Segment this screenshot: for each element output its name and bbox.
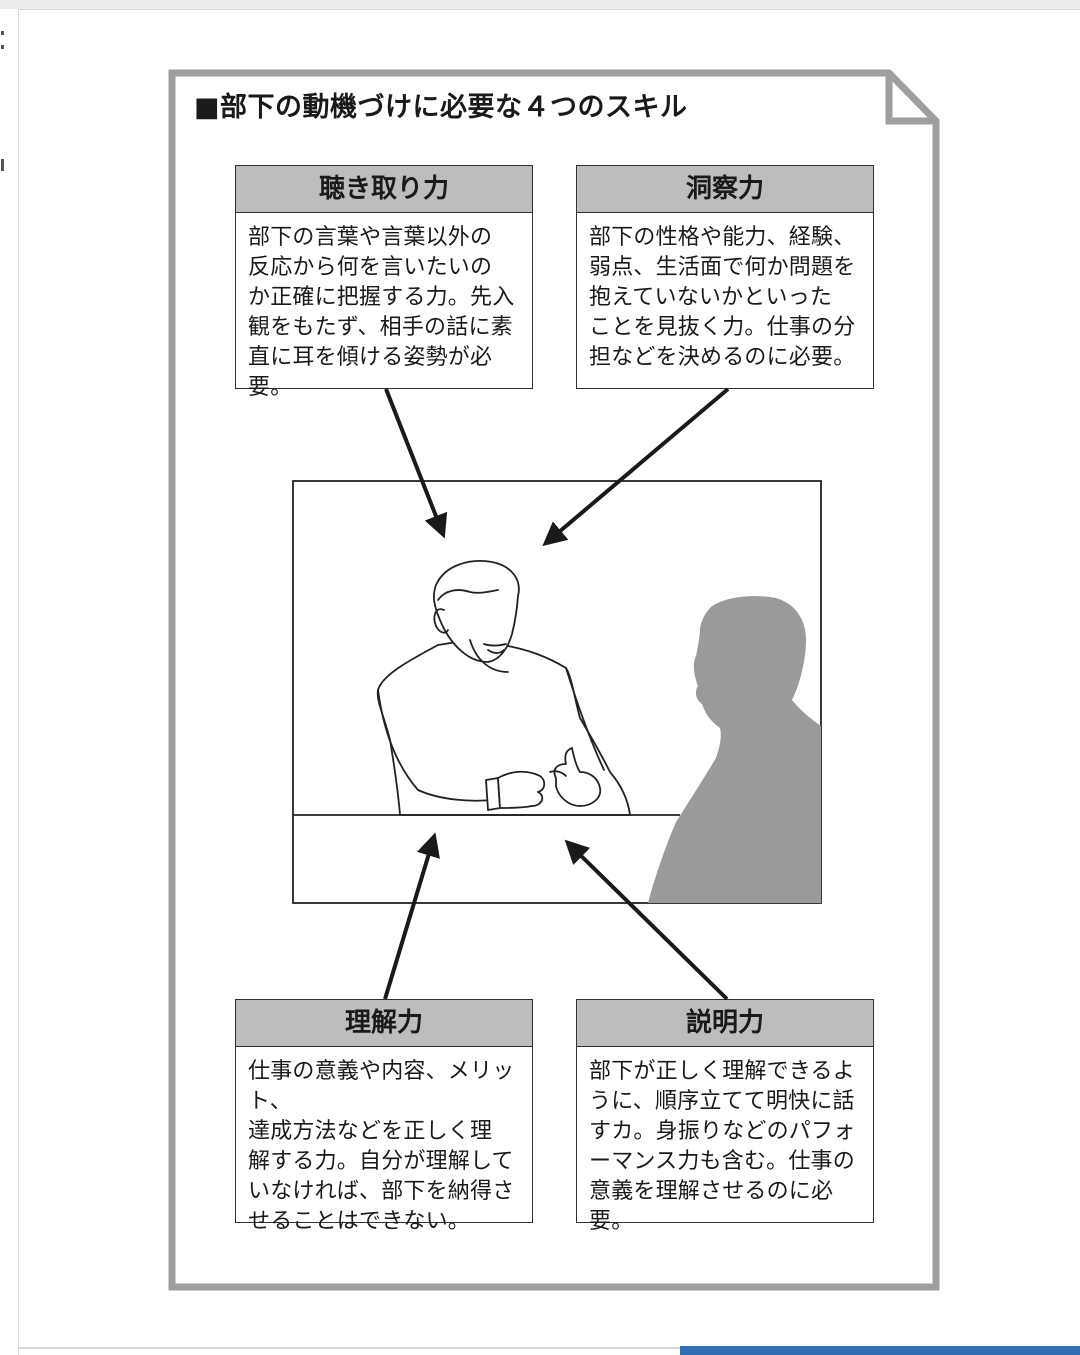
viewer-left-gutter	[0, 9, 19, 1355]
listener-silhouette	[648, 596, 821, 903]
arrow-explaining	[564, 839, 729, 1001]
skill-description: 部下の性格や能力、経験、 弱点、生活面で何か問題を 抱えていないかといった こと…	[589, 225, 856, 370]
arrow-understanding	[383, 832, 440, 1000]
scene-panel	[292, 480, 822, 904]
diagram-title: ■部下の動機づけに必要な４つのスキル	[194, 92, 688, 123]
skill-description: 仕事の意義や内容、メリット、 達成方法などを正しく理 解する力。自分が理解して …	[248, 1059, 515, 1234]
skill-box-explaining: 説明力 部下が正しく理解できるよ うに、順序立てて明快に話 すカ。身振りなどのパ…	[576, 999, 874, 1234]
skill-box-insight: 洞察力 部下の性格や能力、経験、 弱点、生活面で何か問題を 抱えていないかといっ…	[576, 165, 874, 389]
skill-description: 部下の言葉や言葉以外の 反応から何を言いたいの か正確に把握する力。先入 観をも…	[248, 225, 515, 400]
speaker-figure	[376, 560, 631, 816]
skill-description: 部下が正しく理解できるよ うに、順序立てて明快に話 すカ。身振りなどのパフォ ー…	[589, 1059, 856, 1234]
viewer-bottom-line	[18, 1347, 680, 1349]
skill-box-listening: 聴き取り力 部下の言葉や言葉以外の 反応から何を言いたいの か正確に把握する力。…	[235, 165, 533, 400]
skill-heading: 洞察力	[577, 166, 873, 213]
skill-heading: 説明力	[577, 1000, 873, 1047]
skill-box-understanding: 理解力 仕事の意義や内容、メリット、 達成方法などを正しく理 解する力。自分が理…	[235, 999, 533, 1234]
viewer-top-strip	[0, 0, 1080, 10]
gutter-mark	[1, 159, 4, 171]
skill-heading: 理解力	[236, 1000, 532, 1047]
skill-heading: 聴き取り力	[236, 166, 532, 213]
reading-progress-bar	[680, 1346, 1080, 1355]
gutter-mark	[1, 31, 4, 35]
gutter-mark	[1, 45, 4, 49]
arrow-insight	[542, 387, 730, 547]
